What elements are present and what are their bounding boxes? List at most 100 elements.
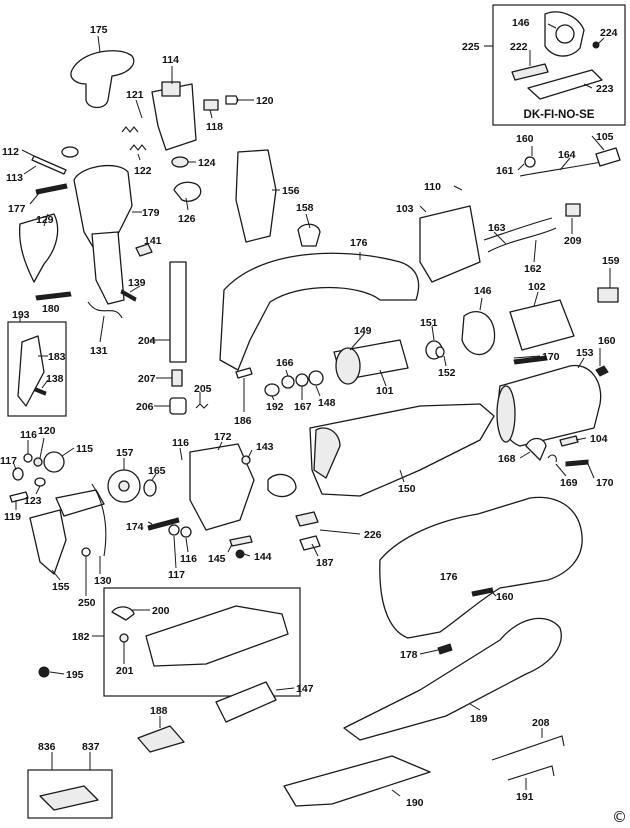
filter-159-part bbox=[597, 287, 619, 303]
label-201: 201 bbox=[116, 665, 134, 677]
label-153: 153 bbox=[576, 347, 594, 359]
label-166: 166 bbox=[276, 357, 294, 369]
label-130: 130 bbox=[94, 575, 112, 587]
label-119: 119 bbox=[4, 511, 21, 523]
bush-207-part bbox=[171, 369, 183, 387]
screw-180-part bbox=[35, 291, 72, 301]
washer-124-part bbox=[171, 156, 189, 168]
label-172: 172 bbox=[214, 431, 232, 443]
label-167: 167 bbox=[294, 401, 312, 413]
screw-144-part bbox=[235, 549, 245, 559]
plate-155-top bbox=[55, 489, 105, 517]
switch-103-part bbox=[419, 205, 481, 283]
spring-138-part bbox=[34, 387, 47, 396]
label-105: 105 bbox=[596, 131, 614, 143]
label-160-a: 160 bbox=[516, 133, 534, 145]
bearing-151-bore bbox=[435, 346, 445, 358]
washer-167-part bbox=[295, 373, 309, 387]
label-165: 165 bbox=[148, 465, 166, 477]
label-157: 157 bbox=[116, 447, 134, 459]
label-222: 222 bbox=[510, 41, 528, 53]
spring-169-part bbox=[547, 454, 557, 463]
spring-121-part bbox=[121, 126, 139, 133]
label-192: 192 bbox=[266, 401, 284, 413]
washer-250-part bbox=[81, 547, 91, 557]
bearing-148-part bbox=[308, 370, 324, 386]
kit-836-part bbox=[39, 785, 99, 811]
label-207: 207 bbox=[138, 373, 156, 385]
label-176-top: 176 bbox=[350, 237, 368, 249]
label-141: 141 bbox=[144, 235, 162, 247]
gear-housing-179-lower bbox=[91, 231, 125, 305]
clip-188-part bbox=[137, 725, 185, 753]
washer-116b-part bbox=[180, 526, 192, 538]
spring-130-part bbox=[91, 483, 107, 557]
washer-123-part bbox=[34, 477, 46, 487]
label-223: 223 bbox=[596, 83, 614, 95]
label-149: 149 bbox=[354, 325, 372, 337]
clip-145-part bbox=[229, 535, 253, 547]
copyright-mark: © bbox=[612, 808, 627, 826]
screw-177-part bbox=[35, 183, 68, 195]
switch-158-part bbox=[297, 223, 321, 247]
label-102: 102 bbox=[528, 281, 546, 293]
block-187-part bbox=[299, 535, 321, 551]
label-146-mid: 146 bbox=[474, 285, 492, 297]
lever-183-part bbox=[17, 335, 45, 407]
bush-192-part bbox=[264, 383, 280, 397]
label-224: 224 bbox=[600, 27, 618, 39]
label-112: 112 bbox=[2, 146, 19, 158]
kit-screw-part bbox=[592, 41, 600, 49]
cam-115-part bbox=[43, 451, 65, 473]
screw-174-part bbox=[147, 517, 180, 531]
label-116-low: 116 bbox=[180, 553, 197, 565]
capacitor-209-part bbox=[565, 203, 581, 217]
label-126: 126 bbox=[178, 213, 196, 225]
shoe-182-part bbox=[145, 605, 289, 667]
label-120-left: 120 bbox=[38, 425, 56, 437]
housing-153-open-end bbox=[496, 385, 516, 443]
spring-205-part bbox=[195, 403, 209, 409]
label-200: 200 bbox=[152, 605, 170, 617]
label-101: 101 bbox=[376, 385, 394, 397]
label-170-a: 170 bbox=[542, 351, 560, 363]
base-190-part bbox=[283, 755, 431, 807]
tube-204-part bbox=[169, 261, 187, 363]
hex-key-191-part bbox=[507, 765, 555, 781]
washer-112-part bbox=[61, 146, 79, 158]
label-188: 188 bbox=[150, 705, 168, 717]
leader-lines bbox=[13, 23, 611, 797]
kit-box-title: DK-FI-NO-SE bbox=[524, 109, 595, 121]
label-145: 145 bbox=[208, 553, 226, 565]
gear-case-150-part bbox=[309, 403, 495, 497]
rod-112-part bbox=[31, 155, 67, 175]
wire-163-part bbox=[483, 217, 553, 241]
pin-186-part bbox=[235, 367, 253, 379]
label-205: 205 bbox=[194, 383, 212, 395]
label-180: 180 bbox=[42, 303, 60, 315]
label-164: 164 bbox=[558, 149, 576, 161]
label-158: 158 bbox=[296, 202, 314, 214]
block-206-part bbox=[169, 397, 187, 415]
label-146-kit: 146 bbox=[512, 17, 530, 29]
spring-122-part bbox=[129, 144, 147, 151]
label-124: 124 bbox=[198, 157, 216, 169]
kit-brush-spring-part bbox=[511, 63, 549, 81]
label-168: 168 bbox=[498, 453, 516, 465]
washer-166-part bbox=[281, 375, 295, 389]
label-836: 836 bbox=[38, 741, 56, 753]
knob-200-part bbox=[111, 606, 135, 621]
washer-116a-part bbox=[23, 453, 33, 463]
kit-brush-plate-part bbox=[527, 69, 603, 100]
kit-brush-holder-hole bbox=[555, 24, 575, 44]
label-225: 225 bbox=[462, 41, 480, 53]
lever-226-link bbox=[295, 511, 319, 527]
screw-120-part bbox=[225, 95, 239, 105]
handle-176-upper-part bbox=[219, 252, 420, 371]
gear-157-hub bbox=[118, 480, 130, 492]
armature-149-fan bbox=[335, 347, 361, 385]
label-163: 163 bbox=[488, 222, 506, 234]
label-204: 204 bbox=[138, 335, 156, 347]
